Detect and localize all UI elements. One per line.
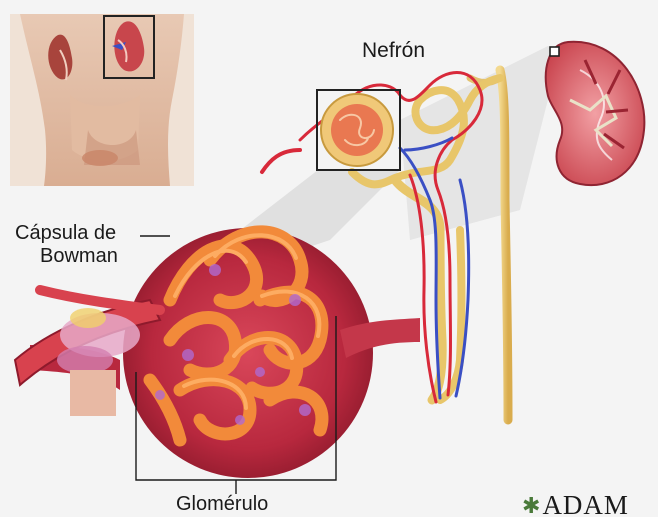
- nephron-label: Nefrón: [362, 39, 425, 62]
- adam-logo: ✱ ADAM: [522, 490, 629, 517]
- adam-logo-text: ADAM: [542, 490, 629, 517]
- kidney-section: [546, 42, 645, 185]
- zoom-projection-shadow-kidney: [400, 46, 560, 240]
- zoom-box-nephron: [550, 47, 559, 56]
- leaf-star-icon: ✱: [522, 493, 541, 517]
- bowman-capsule-label: Cápsula de Bowman: [15, 222, 118, 268]
- bowman-capsule-label-line1: Cápsula de: [15, 222, 118, 245]
- bowman-capsule-label-line2: Bowman: [15, 245, 118, 268]
- glomerulus-label: Glomérulo: [176, 493, 268, 516]
- body-figure: [10, 14, 194, 186]
